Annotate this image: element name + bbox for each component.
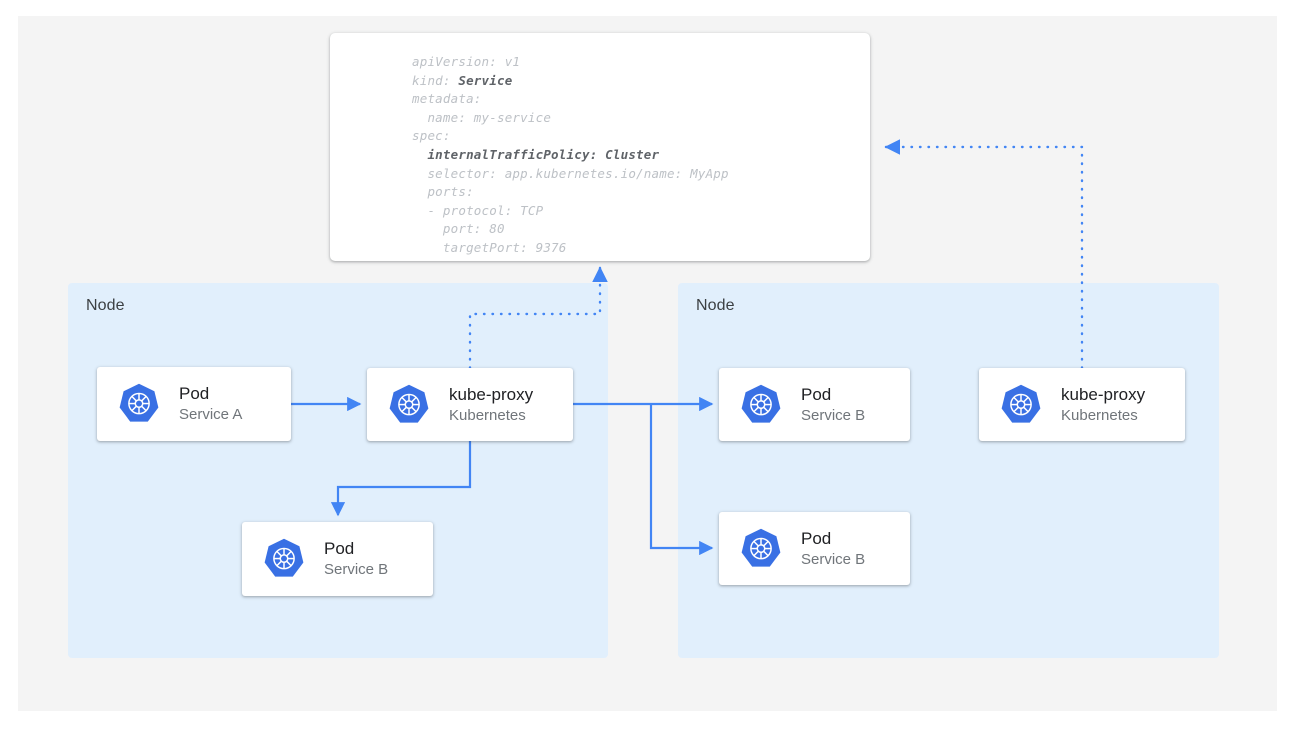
kubernetes-icon (741, 384, 781, 423)
card-title: Pod (324, 539, 355, 559)
kubernetes-icon (119, 383, 159, 422)
service-manifest-text: apiVersion: v1 kind: Service metadata: nam… (412, 53, 729, 258)
kube-proxy-left-card[interactable]: kube-proxy Kubernetes (367, 368, 573, 441)
yaml-line: port: 80 (412, 221, 505, 237)
node-label-left: Node (86, 297, 125, 314)
card-title: Pod (801, 528, 832, 548)
yaml-line: - protocol: TCP (412, 202, 544, 218)
kube-proxy-right-card[interactable]: kube-proxy Kubernetes (979, 368, 1185, 441)
card-title: Pod (179, 384, 210, 404)
node-label-right: Node (696, 297, 735, 314)
card-title: kube-proxy (449, 384, 534, 404)
pod-service-b-remote-1-card[interactable]: Pod Service B (719, 368, 910, 441)
yaml-line: internalTrafficPolicy: Cluster (412, 146, 660, 162)
card-subtitle: Service B (801, 550, 866, 568)
kubernetes-icon (1001, 384, 1041, 423)
yaml-line: name: my-service (412, 109, 552, 125)
card-subtitle: Service B (324, 561, 389, 579)
yaml-line: selector: app.kubernetes.io/name: MyApp (412, 165, 729, 181)
yaml-line: spec: (412, 128, 451, 144)
card-subtitle: Service A (179, 406, 243, 424)
kubernetes-icon (389, 384, 429, 423)
card-subtitle: Kubernetes (449, 406, 526, 424)
card-title: kube-proxy (1061, 384, 1146, 404)
kubernetes-icon (741, 528, 781, 567)
card-subtitle: Kubernetes (1061, 406, 1138, 424)
yaml-line: ports: (412, 184, 474, 200)
yaml-bold-segment: Service (458, 72, 513, 88)
service-manifest-card: apiVersion: v1 kind: Service metadata: nam… (330, 33, 870, 261)
pod-service-a-card[interactable]: Pod Service A (97, 367, 291, 441)
card-subtitle: Service B (801, 406, 866, 424)
yaml-line: metadata: (412, 91, 482, 107)
node-group-left (68, 283, 608, 658)
yaml-line: targetPort: 9376 (412, 239, 567, 255)
node-group-right (678, 283, 1219, 658)
yaml-line: apiVersion: v1 (412, 54, 521, 69)
pod-service-b-local-card[interactable]: Pod Service B (242, 522, 433, 596)
yaml-line: kind: Service (412, 72, 513, 88)
pod-service-b-remote-2-card[interactable]: Pod Service B (719, 512, 910, 585)
card-title: Pod (801, 384, 832, 404)
kubernetes-icon (264, 538, 304, 577)
